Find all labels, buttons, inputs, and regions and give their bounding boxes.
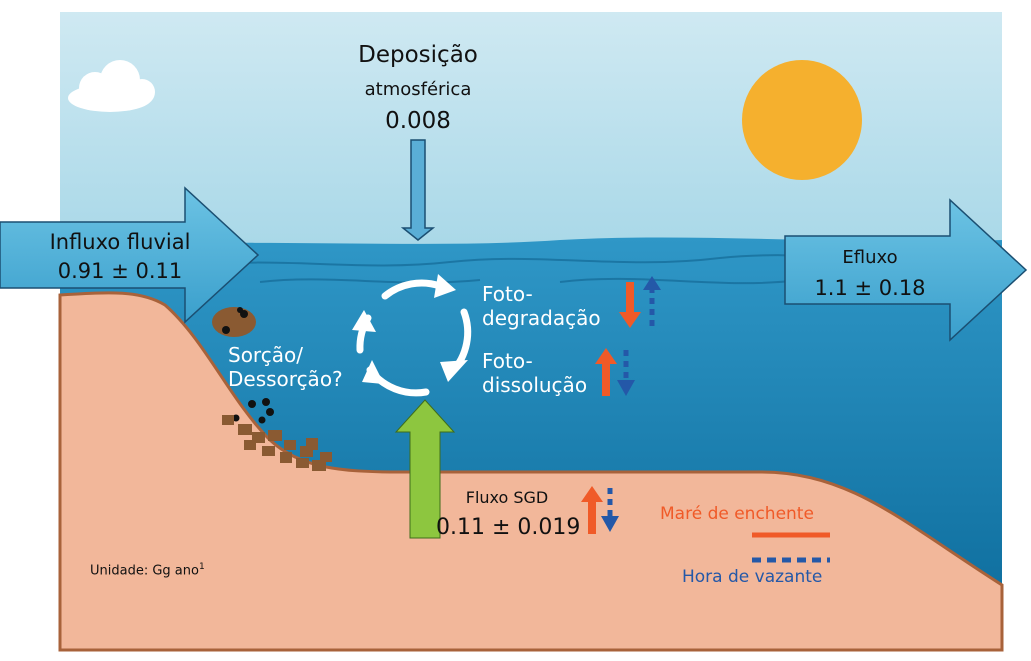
- sgd-arrow: [394, 399, 456, 539]
- unit-label: Unidade: Gg ano1: [90, 562, 205, 579]
- river-inflow-arrow: [0, 186, 260, 324]
- legend-ebb-label: Hora de vazante: [682, 567, 823, 587]
- sgd-value: 0.11 ± 0.019: [436, 515, 581, 540]
- deposition-title: Deposição: [358, 42, 478, 68]
- sediment-particles: [212, 307, 332, 471]
- deposition-arrow: [400, 139, 436, 241]
- photodegradation-tide-arrows: [619, 276, 661, 328]
- river-inflow-title: Influxo fluvial: [49, 230, 191, 254]
- deposition-value: 0.008: [385, 108, 451, 134]
- photodissolution-line1: Foto-: [482, 349, 533, 373]
- legend-flood-label: Maré de enchente: [660, 504, 814, 524]
- efflux-value: 1.1 ± 0.18: [814, 276, 926, 300]
- unit-text: Unidade: Gg ano: [90, 563, 199, 579]
- photodegradation-line2: degradação: [482, 306, 601, 330]
- photodissolution-line2: dissolução: [482, 373, 588, 397]
- sorption-line1: Sorção/: [228, 343, 303, 367]
- sgd-tide-arrows: [581, 486, 619, 534]
- sun-icon: [742, 60, 862, 180]
- efflux-title: Efluxo: [842, 247, 898, 268]
- sorption-line2: Dessorção?: [228, 367, 343, 391]
- deposition-subtitle: atmosférica: [364, 79, 472, 100]
- efflux-arrow: [784, 198, 1028, 342]
- river-inflow-value: 0.91 ± 0.11: [57, 259, 183, 283]
- photodegradation-line1: Foto-: [482, 282, 533, 306]
- photodissolution-tide-arrows: [595, 348, 635, 396]
- sgd-title: Fluxo SGD: [465, 488, 549, 507]
- seabed: [58, 291, 1004, 652]
- cycle-arrowheads: [352, 274, 468, 384]
- unit-superscript: 1: [198, 562, 205, 572]
- cloud-icon: [68, 60, 155, 112]
